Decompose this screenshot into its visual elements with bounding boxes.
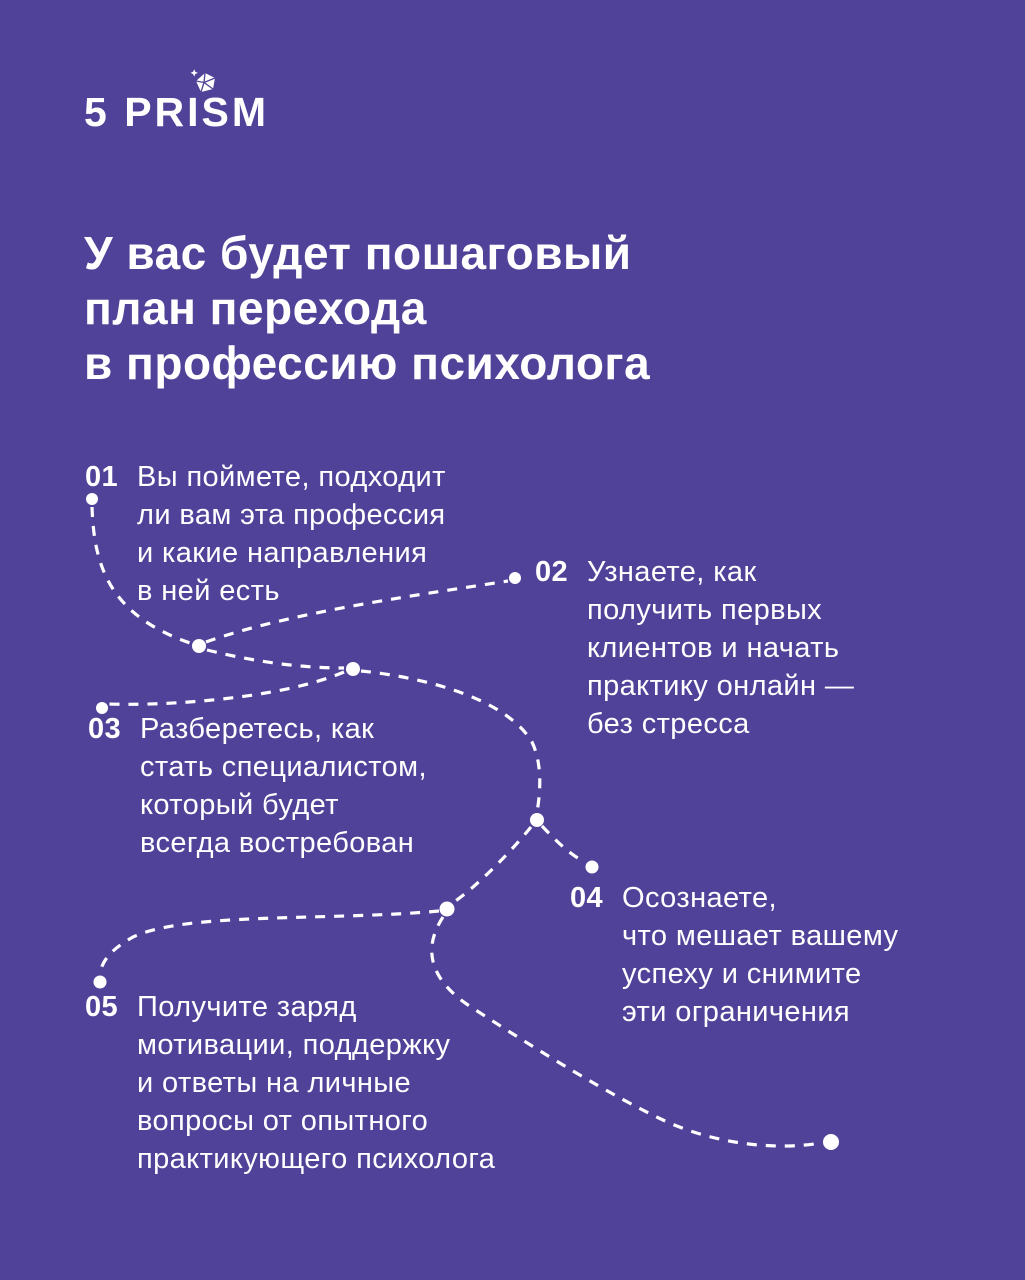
brand-logo-text: 5 PRISM	[84, 89, 270, 135]
step-01-number: 01	[85, 461, 119, 493]
step-item-03: 03 Разберетесь, как стать специалистом, …	[88, 710, 427, 862]
gem-icon	[190, 69, 216, 93]
node-dot-04	[585, 860, 599, 874]
step-04-number: 04	[570, 882, 604, 914]
step-item-04: 04 Осознаете, что мешает вашему успеху и…	[570, 879, 898, 1031]
connector-junction4-05	[98, 909, 440, 976]
step-03-text: Разберетесь, как стать специалистом, кот…	[140, 713, 427, 859]
step-02-text: Узнаете, как получить первых клиентов и …	[587, 556, 855, 740]
step-05-number: 05	[85, 991, 119, 1023]
node-dot-junction3	[530, 813, 544, 827]
step-01-text: Вы поймете, подходит ли вам эта професси…	[137, 461, 446, 607]
brand-logo: 5 PRISM	[84, 89, 270, 135]
node-dot-junction4	[439, 901, 455, 917]
node-dot-junction2	[346, 662, 360, 676]
node-dot-05	[93, 975, 107, 989]
connector-junction2-03	[107, 670, 345, 706]
step-item-02: 02 Узнаете, как получить первых клиентов…	[535, 553, 854, 743]
connector-junction1-junction2	[206, 648, 345, 670]
node-dot-junction1	[192, 639, 206, 653]
step-item-01: 01 Вы поймете, подходит ли вам эта профе…	[85, 458, 446, 610]
step-03-number: 03	[88, 713, 122, 745]
step-02-number: 02	[535, 556, 569, 588]
step-item-05: 05 Получите заряд мотивации, поддержку и…	[85, 988, 495, 1178]
connector-junction3-junction4	[453, 825, 533, 904]
page-title: У вас будет пошаговый план перехода в пр…	[84, 227, 651, 389]
step-05-text: Получите заряд мотивации, поддержку и от…	[137, 991, 496, 1175]
node-dot-02	[509, 572, 521, 584]
step-04-text: Осознаете, что мешает вашему успеху и сн…	[622, 882, 899, 1028]
connector-junction3-04	[540, 824, 586, 864]
node-dot-end	[823, 1134, 839, 1150]
